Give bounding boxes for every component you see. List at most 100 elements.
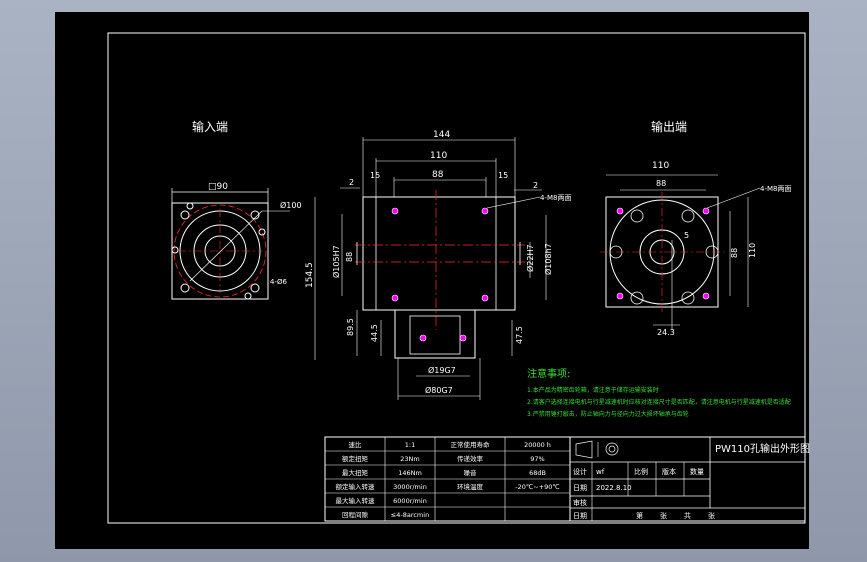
front-dim-left-offset: 15 bbox=[370, 171, 380, 180]
label-review: 审核 bbox=[573, 498, 587, 507]
input-mount-holes bbox=[171, 202, 266, 300]
drawing-frame bbox=[107, 32, 806, 524]
spec-cell: 环境温度 bbox=[457, 482, 484, 491]
clearance-hole bbox=[630, 291, 644, 305]
front-shaft-housing bbox=[394, 309, 476, 359]
thread-hole bbox=[616, 207, 624, 215]
front-dim-shaft-offset: 89.5 bbox=[346, 318, 355, 336]
mount-hole bbox=[250, 210, 260, 220]
spec-cell: 23Nm bbox=[400, 455, 419, 463]
front-holes bbox=[391, 207, 489, 302]
clearance-hole bbox=[681, 209, 695, 223]
clearance-hole bbox=[630, 209, 644, 223]
mount-hole bbox=[180, 283, 190, 293]
shaft-hole bbox=[459, 334, 467, 342]
front-dim-height: 154.5 bbox=[305, 262, 315, 288]
front-dim-body-width: 110 bbox=[430, 151, 447, 161]
notes-line-2: 2.请客户选择连接电机与行星减速机时应核对连接尺寸是否匹配，请注意电机与行星减速… bbox=[527, 398, 791, 406]
front-dim-right-offset: 15 bbox=[498, 171, 508, 180]
output-dim-key: 5 bbox=[684, 231, 689, 240]
front-dim-spigot-outer: Ø80G7 bbox=[425, 385, 453, 395]
thread-hole bbox=[481, 207, 489, 215]
mount-hole bbox=[244, 292, 252, 300]
label-qty: 数量 bbox=[690, 467, 704, 476]
output-holes bbox=[609, 207, 719, 305]
thread-hole bbox=[391, 294, 399, 302]
spec-cell: ≤4-8arcmin bbox=[391, 511, 429, 519]
label-design: 设计 bbox=[573, 467, 587, 476]
input-dim-circle: Ø100 bbox=[280, 200, 302, 210]
spec-cell: 68dB bbox=[529, 469, 546, 477]
front-dim-hole-pitch: 88 bbox=[432, 170, 444, 180]
spec-cell: 噪音 bbox=[464, 468, 478, 477]
mount-hole bbox=[250, 283, 260, 293]
projection-symbol-circle bbox=[605, 442, 619, 456]
front-view: 144 110 88 2 15 15 2 4-M8两面 bbox=[305, 130, 571, 400]
sheet-background bbox=[55, 12, 809, 549]
mount-hole bbox=[180, 210, 190, 220]
value-design: wf bbox=[596, 468, 605, 476]
drawing-title: PW110孔输出外形图 bbox=[715, 442, 810, 455]
front-dim-spigot: Ø19G7 bbox=[428, 365, 456, 375]
spec-cell: 传递效率 bbox=[457, 454, 484, 463]
input-view-title: 输入端 bbox=[192, 119, 228, 134]
label-date: 日期 bbox=[573, 512, 587, 520]
thread-hole bbox=[702, 207, 710, 215]
spec-cell: 6000r/min bbox=[393, 497, 427, 505]
spec-cell: 最大输入转速 bbox=[336, 496, 376, 505]
output-dim-key-height: 24.3 bbox=[657, 328, 675, 337]
front-shaft-inner bbox=[409, 315, 461, 355]
label-sheet: 第 bbox=[636, 511, 643, 520]
front-dim-key-depth: 47.5 bbox=[515, 326, 524, 344]
notes-line-3: 3.严禁用锤打敲击，防止轴向力与径向力过大损坏轴承与齿轮 bbox=[527, 410, 689, 418]
spec-cell: 速比 bbox=[349, 440, 363, 449]
label-scale: 比例 bbox=[634, 467, 648, 476]
spec-cell: 额定扭矩 bbox=[342, 454, 369, 463]
front-dim-bore-right: Ø22H7 bbox=[525, 244, 535, 272]
mount-hole bbox=[258, 228, 266, 236]
spec-cell: -20℃~+90℃ bbox=[515, 483, 559, 491]
front-dim-bore-left: Ø105H7 bbox=[331, 245, 341, 278]
shaft-hole bbox=[419, 334, 427, 342]
label-date-prefix: 日期 bbox=[573, 484, 587, 492]
spec-cell: 3000r/min bbox=[393, 483, 427, 491]
label-version: 版本 bbox=[662, 467, 676, 476]
projection-symbol-cone bbox=[575, 440, 593, 459]
output-dim-pitch: 88 bbox=[656, 179, 666, 188]
value-date: 2022.8.10 bbox=[596, 484, 632, 492]
input-view: □90 Ø100 4-Ø6 bbox=[171, 182, 302, 300]
thread-hole bbox=[616, 292, 624, 300]
title-block: PW110孔输出外形图 设计 wf 比例 版本 数量 日期 2022.8.10 … bbox=[569, 436, 810, 522]
spec-cell: 1:1 bbox=[405, 441, 415, 449]
input-pcd-circle bbox=[173, 204, 267, 298]
input-dim-square: □90 bbox=[208, 182, 228, 192]
spec-cell: 146Nm bbox=[398, 469, 422, 477]
output-dim-width: 110 bbox=[652, 161, 669, 171]
output-view: 110 88 4-M8两面 24.3 5 bbox=[600, 161, 791, 337]
thread-hole bbox=[391, 207, 399, 215]
label-total: 共 bbox=[684, 511, 691, 520]
notes-block: 注意事项: 1.本产品为精密齿轮箱，请注意于储存运输安装时 2.请客户选择连接电… bbox=[527, 367, 791, 418]
out-leader-threads bbox=[706, 187, 761, 209]
front-dim-right-gap: 2 bbox=[533, 181, 538, 190]
spec-cell: 正常使用寿命 bbox=[451, 440, 491, 449]
front-dim-threads: 4-M8两面 bbox=[540, 194, 571, 202]
output-dim-threads: 4-M8两面 bbox=[760, 185, 791, 193]
output-view-title: 输出端 bbox=[651, 119, 687, 134]
front-dim-dia-right: Ø108h7 bbox=[543, 243, 553, 275]
spec-cell: 回程间隙 bbox=[342, 510, 369, 519]
front-dim-pitch-left: 88 bbox=[345, 252, 354, 262]
front-dim-left-gap: 2 bbox=[349, 178, 354, 187]
thread-hole bbox=[481, 294, 489, 302]
input-dim-holes: 4-Ø6 bbox=[270, 278, 287, 286]
notes-title: 注意事项: bbox=[527, 367, 570, 380]
mount-hole bbox=[171, 246, 179, 254]
label-total-unit: 张 bbox=[708, 511, 715, 520]
front-dim-shaft-length: 44.5 bbox=[370, 324, 379, 342]
output-dim-height-v: 110 bbox=[748, 243, 757, 258]
mount-hole bbox=[186, 202, 194, 210]
spec-cell: 97% bbox=[530, 455, 544, 463]
front-dim-overall-width: 144 bbox=[433, 130, 450, 140]
